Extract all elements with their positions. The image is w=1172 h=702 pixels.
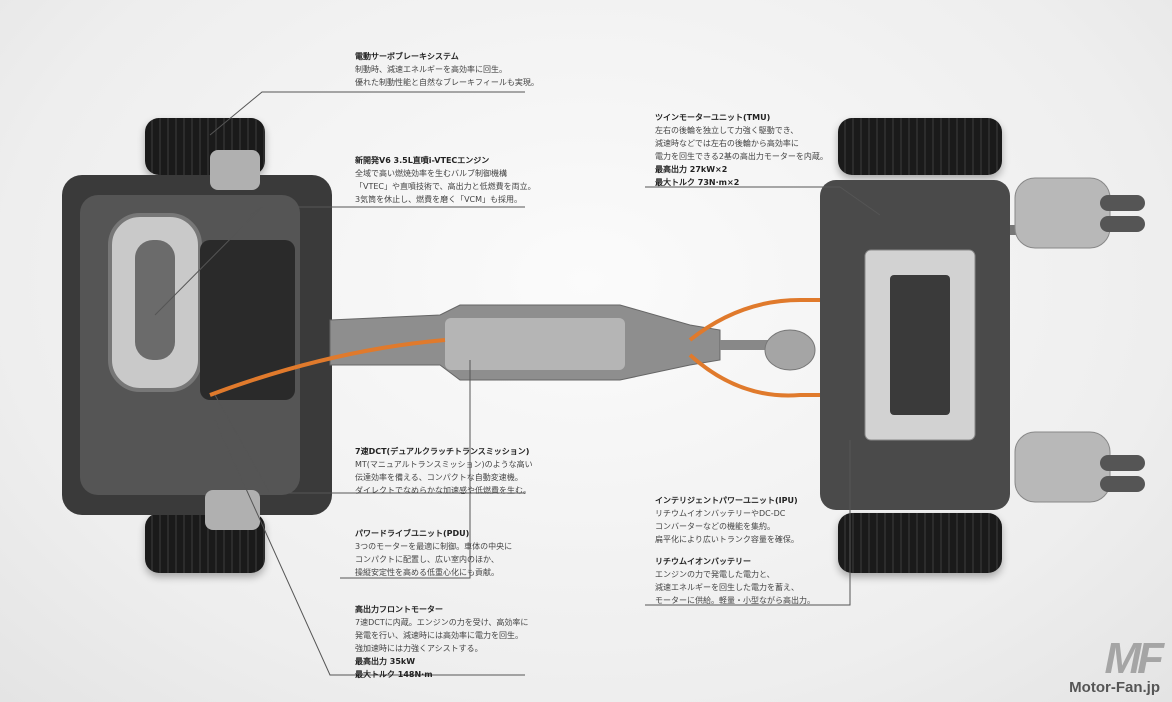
annotation-line: 扁平化により広いトランク容量を確保。 xyxy=(655,535,799,544)
annotation-spec: 最大トルク 148N·m xyxy=(355,670,433,679)
annotation-title: インテリジェントパワーユニット(IPU) xyxy=(655,496,798,505)
annotation-brake: 電動サーボブレーキシステム 制動時、減速エネルギーを高効率に回生。 優れた制動性… xyxy=(355,50,539,89)
annotation-line: 7速DCTに内蔵。エンジンの力を受け、高効率に xyxy=(355,618,529,627)
annotation-title: 新開発V6 3.5L直噴i-VTECエンジン xyxy=(355,156,490,165)
annotation-line: エンジンの力で発電した電力と、 xyxy=(655,570,775,579)
rear-upper-tire xyxy=(838,118,1002,175)
annotation-line: 操縦安定性を高める低重心化にも貢献。 xyxy=(355,568,499,577)
annotation-title: 7速DCT(デュアルクラッチトランスミッション) xyxy=(355,447,530,456)
annotation-spec: 最大トルク 73N·m×2 xyxy=(655,178,740,187)
annotation-line: 減速エネルギーを回生した電力を蓄え、 xyxy=(655,583,799,592)
annotation-line: 伝達効率を備える、コンパクトな自動変速機。 xyxy=(355,473,523,482)
annotation-front-motor: 高出力フロントモーター 7速DCTに内蔵。エンジンの力を受け、高効率に 発電を行… xyxy=(355,603,528,681)
annotation-line: 全域で高い燃焼効率を生むバルブ制御機構 xyxy=(355,169,507,178)
annotation-spec: 最高出力 27kW×2 xyxy=(655,165,728,174)
annotation-title: 電動サーボブレーキシステム xyxy=(355,52,459,61)
annotation-ipu: インテリジェントパワーユニット(IPU) リチウムイオンバッテリーやDC-DC … xyxy=(655,494,799,546)
annotation-tmu: ツインモーターユニット(TMU) 左右の後輪を独立して力強く駆動でき、 減速時な… xyxy=(655,111,828,189)
annotation-line: MT(マニュアルトランスミッション)のような高い xyxy=(355,460,533,469)
annotation-line: モーターに供給。軽量・小型ながら高出力。 xyxy=(655,596,815,605)
annotation-title: 高出力フロントモーター xyxy=(355,605,443,614)
annotation-battery: リチウムイオンバッテリー エンジンの力で発電した電力と、 減速エネルギーを回生し… xyxy=(655,555,815,607)
annotation-line: 減速時などでは左右の後輪から高効率に xyxy=(655,139,799,148)
annotation-dct: 7速DCT(デュアルクラッチトランスミッション) MT(マニュアルトランスミッシ… xyxy=(355,445,533,497)
annotation-title: リチウムイオンバッテリー xyxy=(655,557,751,566)
annotation-line: 発電を行い、減速時には高効率に電力を回生。 xyxy=(355,631,523,640)
annotation-pdu: パワードライブユニット(PDU) 3つのモーターを最適に制御。車体の中央に コン… xyxy=(355,527,512,579)
logo-mark: MF xyxy=(1104,634,1164,683)
annotation-line: 3気筒を休止し、燃費を磨く「VCM」も採用。 xyxy=(355,195,523,204)
annotation-line: 3つのモーターを最適に制御。車体の中央に xyxy=(355,542,513,551)
annotation-title: ツインモーターユニット(TMU) xyxy=(655,113,771,122)
annotation-line: コンバーターなどの機能を集約。 xyxy=(655,522,775,531)
annotation-line: コンパクトに配置し、広い室内のほか、 xyxy=(355,555,499,564)
annotation-line: 優れた制動性能と自然なブレーキフィールも実現。 xyxy=(355,78,539,87)
annotation-engine: 新開発V6 3.5L直噴i-VTECエンジン 全域で高い燃焼効率を生むバルブ制御… xyxy=(355,154,536,206)
rear-lower-tire xyxy=(838,513,1002,573)
annotation-line: 左右の後輪を独立して力強く駆動でき、 xyxy=(655,126,799,135)
annotation-line: リチウムイオンバッテリーやDC-DC xyxy=(655,509,786,518)
annotation-line: 制動時、減速エネルギーを高効率に回生。 xyxy=(355,65,507,74)
annotation-title: パワードライブユニット(PDU) xyxy=(355,529,470,538)
annotation-line: 「VTEC」や直噴技術で、高出力と低燃費を両立。 xyxy=(355,182,536,191)
logo-site: Motor-Fan.jp xyxy=(1069,679,1160,696)
annotation-line: 電力を回生できる2基の高出力モーターを内蔵。 xyxy=(655,152,828,161)
annotation-line: 強加速時には力強くアシストする。 xyxy=(355,644,483,653)
annotation-line: ダイレクトでなめらかな加速感や低燃費を生む。 xyxy=(355,486,531,495)
watermark-logo: MF Motor-Fan.jp xyxy=(1069,634,1164,697)
annotation-spec: 最高出力 35kW xyxy=(355,657,416,666)
